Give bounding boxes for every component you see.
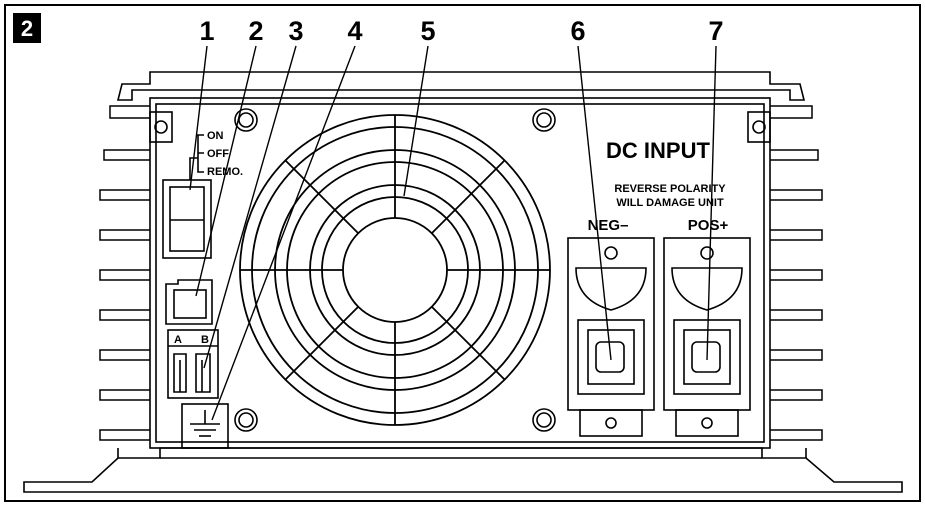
switch-off-label: OFF <box>207 148 229 160</box>
polarity-warning-line2: WILL DAMAGE UNIT <box>616 197 724 209</box>
figure-number: 2 <box>21 16 33 41</box>
corner-screws <box>149 108 771 432</box>
figure-number-badge: 2 <box>13 13 41 43</box>
callout-1: 1 <box>199 16 214 46</box>
figure-frame <box>4 4 921 502</box>
callout-2: 2 <box>248 16 263 46</box>
neg-dc-terminal[interactable] <box>567 237 655 437</box>
leader-4 <box>211 45 356 421</box>
dc-input-title: DC INPUT <box>606 138 710 163</box>
callout-5: 5 <box>420 16 435 46</box>
leader-3 <box>203 45 297 369</box>
switch-remote-label: REMO. <box>207 166 243 178</box>
switch-on-label: ON <box>207 130 224 142</box>
callout-3: 3 <box>288 16 303 46</box>
neg-terminal-label: NEG– <box>588 217 629 234</box>
leader-7 <box>706 45 717 361</box>
cooling-fan-guard <box>239 114 551 426</box>
power-switch[interactable] <box>162 134 212 259</box>
leader-2 <box>195 45 257 297</box>
pos-terminal-label: POS+ <box>688 217 729 234</box>
leader-lines <box>189 45 717 421</box>
callout-6: 6 <box>570 16 585 46</box>
right-heatsink-fins <box>770 105 823 441</box>
ground-icon[interactable] <box>181 403 229 449</box>
terminal-b-label: B <box>201 334 209 346</box>
housing <box>23 71 903 493</box>
remote-port[interactable] <box>165 279 213 325</box>
leader-6 <box>577 45 612 361</box>
left-heatsink-fins <box>99 105 150 441</box>
leader-1 <box>189 45 208 191</box>
polarity-warning-line1: REVERSE POLARITY <box>614 183 726 195</box>
callout-4: 4 <box>347 16 362 46</box>
callout-7: 7 <box>708 16 723 46</box>
pos-dc-terminal[interactable] <box>663 237 751 437</box>
leader-5 <box>403 45 429 197</box>
terminal-a-label: A <box>174 334 182 346</box>
